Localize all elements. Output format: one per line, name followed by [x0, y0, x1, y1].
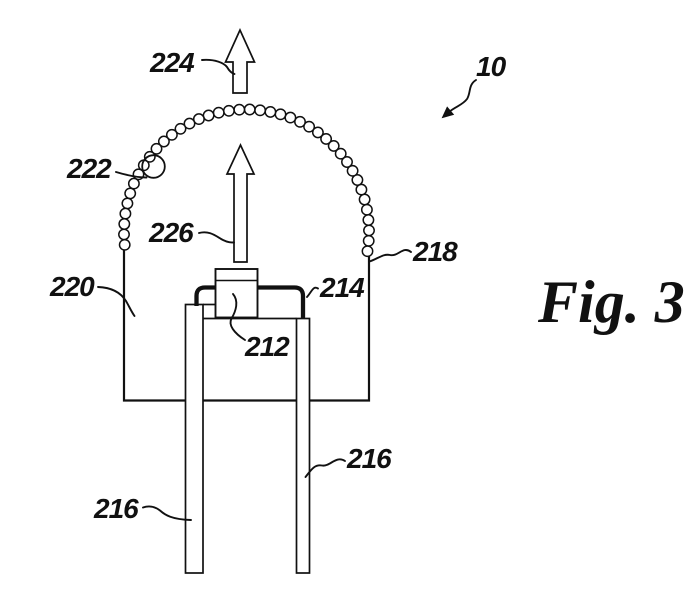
phosphor-bead — [320, 132, 333, 145]
phosphor-bead — [264, 105, 277, 118]
phosphor-bead — [202, 109, 215, 122]
phosphor-bead — [243, 103, 256, 116]
lead-left — [184, 303, 204, 574]
leader-lines — [97, 58, 477, 521]
phosphor-bead — [311, 126, 324, 139]
phosphor-bead — [360, 203, 373, 216]
leader-226 — [198, 231, 235, 244]
leader-224 — [201, 58, 236, 75]
leader-10-arrowhead-icon — [441, 106, 455, 119]
phosphor-bead — [362, 234, 375, 247]
phosphor-bead — [212, 106, 225, 119]
lead-right — [295, 317, 311, 574]
leader-218 — [368, 249, 412, 263]
inner-light-arrow-icon — [225, 142, 256, 263]
ref-label-222: 222 — [67, 153, 112, 184]
phosphor-bead — [294, 115, 306, 128]
phosphor-bead — [118, 228, 130, 241]
phosphor-bead — [284, 111, 297, 124]
leader-212 — [229, 293, 246, 341]
leader-216-left — [142, 505, 192, 521]
phosphor-bead — [143, 150, 156, 163]
phosphor-bead — [192, 113, 205, 126]
phosphor-bead — [346, 164, 359, 177]
phosphor-bead — [121, 197, 134, 210]
phosphor-bead — [183, 117, 196, 130]
ref-label-10: 10 — [476, 51, 506, 82]
phosphor-bead — [222, 104, 235, 117]
phosphor-bead — [303, 120, 316, 133]
ref-label-216-left: 216 — [94, 493, 139, 524]
phosphor-bead — [363, 224, 375, 237]
phosphor-bead — [124, 187, 137, 200]
phosphor-bead — [118, 218, 131, 230]
phosphor-beads — [118, 103, 375, 258]
leader-222 — [115, 171, 148, 179]
phosphor-bead — [157, 135, 170, 148]
phosphor-bead — [233, 103, 246, 116]
phosphor-bead — [150, 142, 163, 155]
phosphor-bead — [254, 104, 267, 117]
ref-label-216-right: 216 — [347, 443, 392, 474]
phosphor-bead — [119, 207, 132, 220]
phosphor-bead — [355, 183, 368, 196]
ref-label-224: 224 — [150, 47, 195, 78]
phosphor-bead — [165, 128, 178, 141]
phosphor-bead — [334, 147, 347, 160]
phosphor-bead — [361, 245, 374, 258]
ref-label-214: 214 — [320, 272, 365, 303]
emitted-light-arrow-icon — [224, 27, 256, 94]
ref-label-218: 218 — [413, 236, 458, 267]
phosphor-bead — [358, 193, 371, 206]
ref-label-220: 220 — [50, 271, 95, 302]
phosphor-bead — [327, 139, 340, 152]
phosphor-bead — [341, 156, 353, 168]
leader-10 — [450, 79, 477, 112]
phosphor-bead — [174, 122, 187, 135]
phosphor-bead — [127, 177, 140, 190]
phosphor-bead — [362, 214, 375, 226]
figure-caption: Fig. 3 — [538, 269, 685, 335]
phosphor-bead — [274, 108, 287, 121]
leader-214 — [306, 286, 319, 298]
leader-216-right — [304, 458, 346, 478]
ref-label-226: 226 — [149, 217, 194, 248]
ref-label-212: 212 — [245, 331, 290, 362]
phosphor-bead — [351, 174, 364, 186]
bead-callout-loop — [141, 154, 166, 179]
leader-220 — [97, 286, 136, 317]
led-chip — [214, 268, 259, 319]
phosphor-bead — [118, 238, 131, 251]
